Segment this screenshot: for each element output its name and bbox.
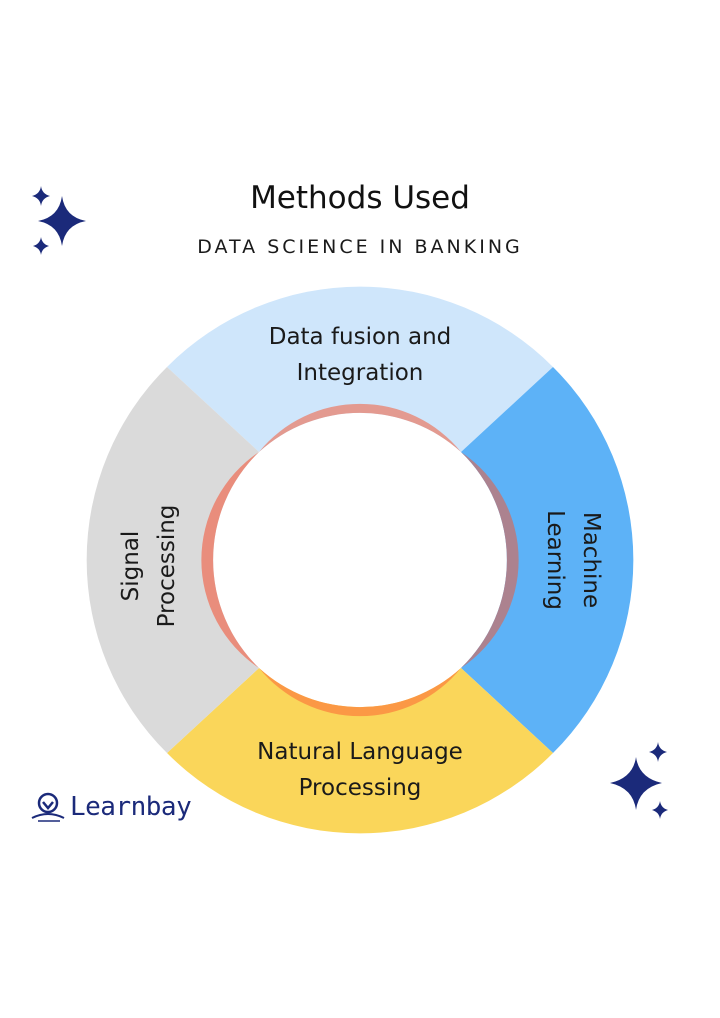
segment-left: [86, 367, 259, 753]
segment-number: 4: [232, 543, 251, 576]
segment-number: 3: [350, 660, 369, 693]
number-lens-right: [461, 452, 519, 668]
segment-bottom: [167, 668, 553, 834]
segment-right: [461, 367, 634, 753]
segment-label: Processing: [299, 775, 422, 801]
segment-label: Natural Language: [257, 739, 463, 765]
segment-label: Signal: [118, 531, 144, 602]
number-lens-top: [259, 403, 461, 452]
number-lens-left: [201, 452, 259, 668]
segment-number: 2: [467, 543, 486, 576]
sparkle-icon: [32, 186, 86, 255]
logo-text: Learnbay: [70, 792, 192, 822]
segment-label: Machine: [578, 512, 604, 608]
segment-label: Learning: [542, 510, 568, 610]
number-lens-bottom: [259, 668, 461, 717]
segment-label: Processing: [154, 505, 180, 628]
learnbay-logo-icon: [31, 792, 65, 822]
segment-number: 1: [350, 423, 369, 456]
sparkle-icon: [610, 742, 668, 819]
page-subtitle: DATA SCIENCE IN BANKING: [197, 236, 523, 258]
segment-label: Integration: [297, 360, 424, 386]
segment-top: [167, 286, 553, 452]
learnbay-logo: Learnbay: [30, 790, 192, 824]
page-title: Methods Used: [250, 180, 470, 216]
segment-label: Data fusion and: [269, 324, 452, 350]
